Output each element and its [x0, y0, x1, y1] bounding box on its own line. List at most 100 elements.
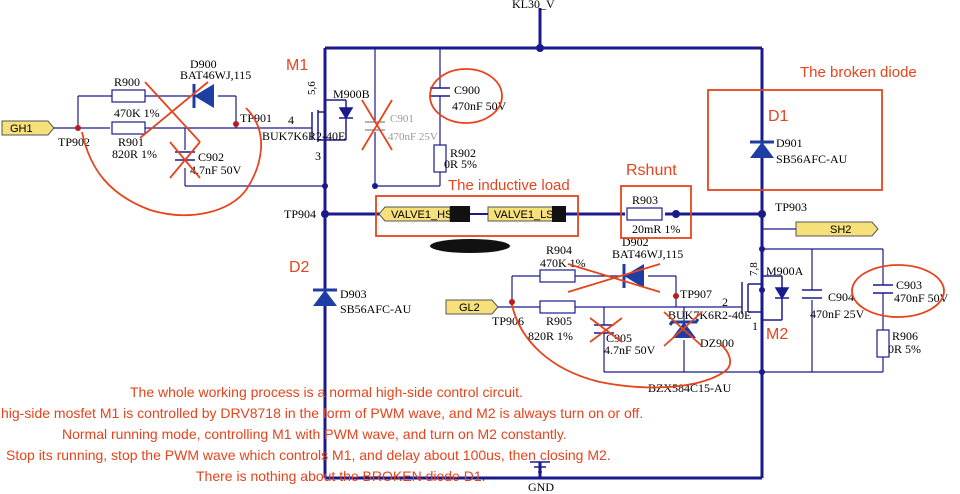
sh2-flag[interactable]: SH2	[795, 221, 879, 237]
anno-broken-diode: The broken diode	[800, 64, 917, 81]
note-line: Stop its running, stop the PWM wave whic…	[6, 447, 611, 463]
note-line: The whole working process is a normal hi…	[130, 384, 523, 400]
r904-ref: R904	[546, 243, 572, 257]
c901-value: 470nF 25V	[388, 131, 438, 143]
dz900-ref: DZ900	[700, 336, 734, 350]
m900b-mosfet-icon	[311, 99, 354, 152]
m900b-value: BUK7K6R2-40E	[262, 129, 345, 143]
gl2-flag[interactable]: GL2	[445, 299, 499, 315]
red-markup	[81, 68, 945, 389]
tp907-dot[interactable]	[673, 293, 679, 299]
d901-ref: D901	[776, 136, 803, 150]
supply-top-label: KL30_V	[512, 0, 555, 11]
tp902-label: TP902	[58, 135, 90, 149]
anno-d1: D1	[768, 108, 789, 125]
r901-ref: R901	[118, 135, 144, 149]
c900-value: 470nF 50V	[452, 99, 507, 113]
anno-m1: M1	[286, 57, 308, 74]
r902-ref: R902	[450, 146, 476, 160]
c902-ref: C902	[198, 150, 224, 164]
m900b-pin4: 4	[288, 113, 294, 127]
m900b-pin3: 3	[315, 149, 321, 163]
d903-diode-icon	[313, 288, 337, 306]
d902-value: BAT46WJ,115	[612, 247, 683, 261]
c903-capacitor-icon	[873, 284, 893, 294]
gh1-flag[interactable]: GH1	[1, 120, 55, 136]
anno-rshunt: Rshunt	[626, 162, 677, 179]
c900-ref: C900	[454, 83, 480, 97]
valve-ls-flag[interactable]: VALVE1_LS	[487, 206, 562, 222]
explanation-notes: The whole working process is a normal hi…	[1, 384, 643, 484]
ls-right-wires	[762, 228, 884, 373]
tp907-label: TP907	[680, 287, 712, 301]
r901-body	[111, 121, 146, 135]
svg-text:VALVE1_LS: VALVE1_LS	[494, 209, 554, 221]
svg-text:GL2: GL2	[459, 302, 480, 314]
r900-body	[111, 89, 146, 103]
c905-value: 4.7nF 50V	[604, 343, 656, 357]
note-line: There is nothing about the BROKEN diode …	[196, 468, 486, 484]
r904-body	[539, 269, 576, 283]
redacted-mark-2	[552, 206, 566, 222]
d900-ref: D900	[190, 57, 217, 71]
svg-text:GH1: GH1	[10, 123, 33, 135]
d901-diode-icon	[750, 140, 774, 158]
m900b-pins: 5,6	[306, 81, 318, 95]
c900-capacitor-icon	[430, 87, 450, 97]
c902-value: 4.7nF 50V	[190, 163, 242, 177]
dz900-value: BZX584C15-AU	[648, 381, 732, 395]
c901-ref: C901	[390, 113, 414, 125]
d900-value: BAT46WJ,115	[180, 68, 251, 82]
r902-value: 0R 5%	[444, 157, 477, 171]
tp903-label: TP903	[775, 200, 807, 214]
r905-body	[539, 300, 576, 314]
r906-ref: R906	[892, 329, 918, 343]
svg-text:VALVE1_HS: VALVE1_HS	[391, 209, 452, 221]
r901-value: 820R 1%	[112, 147, 157, 161]
c904-value: 470nF 25V	[810, 307, 865, 321]
r906-value: 0R 5%	[888, 342, 921, 356]
m900a-pin1: 1	[752, 319, 758, 333]
ls-gate-wires	[498, 275, 762, 373]
tp902-dot[interactable]	[75, 125, 81, 131]
r905-ref: R905	[546, 314, 572, 328]
svg-text:SH2: SH2	[830, 224, 851, 236]
m900a-pin2: 2	[722, 295, 728, 309]
tp904-label: TP904	[284, 207, 316, 221]
valve-hs-flag[interactable]: VALVE1_HS	[378, 206, 452, 222]
r902-body	[433, 144, 447, 173]
r900-value: 470K 1%	[114, 106, 160, 120]
r900-ref: R900	[114, 75, 140, 89]
m900a-ref: M900A	[766, 264, 804, 278]
gnd-symbol	[530, 461, 550, 473]
anno-m2: M2	[766, 326, 788, 343]
m900a-pins: 7,8	[748, 262, 760, 276]
m900b-ref: M900B	[333, 87, 370, 101]
tp906-dot[interactable]	[509, 299, 515, 305]
c903-ref: C903	[896, 278, 922, 292]
note-line: Normal running mode, controlling M1 with…	[62, 426, 567, 442]
note-line: hig-side mosfet M1 is controlled by DRV8…	[1, 405, 643, 421]
d900-diode-icon	[192, 84, 214, 108]
hs-snubber-wires	[374, 48, 441, 187]
tp901-label: TP901	[240, 111, 272, 125]
c904-capacitor-icon	[802, 289, 822, 299]
m900a-mosfet-icon	[741, 275, 790, 321]
r903-ref: R903	[632, 193, 658, 207]
tp901-dot[interactable]	[233, 121, 239, 127]
hs-gate-wires	[54, 95, 325, 187]
c904-ref: C904	[828, 290, 854, 304]
r903-body	[626, 207, 663, 221]
m900a-value: BUK7K6R2-40E	[668, 308, 751, 322]
redacted-mark	[450, 206, 470, 222]
r903-value: 20mR 1%	[632, 222, 680, 236]
anno-inductive-load: The inductive load	[448, 177, 570, 194]
c903-value: 470nF 50V	[894, 291, 949, 305]
redacted-blob	[430, 239, 510, 253]
r905-value: 820R 1%	[528, 329, 573, 343]
anno-d2: D2	[289, 259, 310, 276]
d903-ref: D903	[340, 287, 367, 301]
supply-gnd-label: GND	[528, 480, 554, 494]
d901-value: SB56AFC-AU	[776, 152, 848, 166]
